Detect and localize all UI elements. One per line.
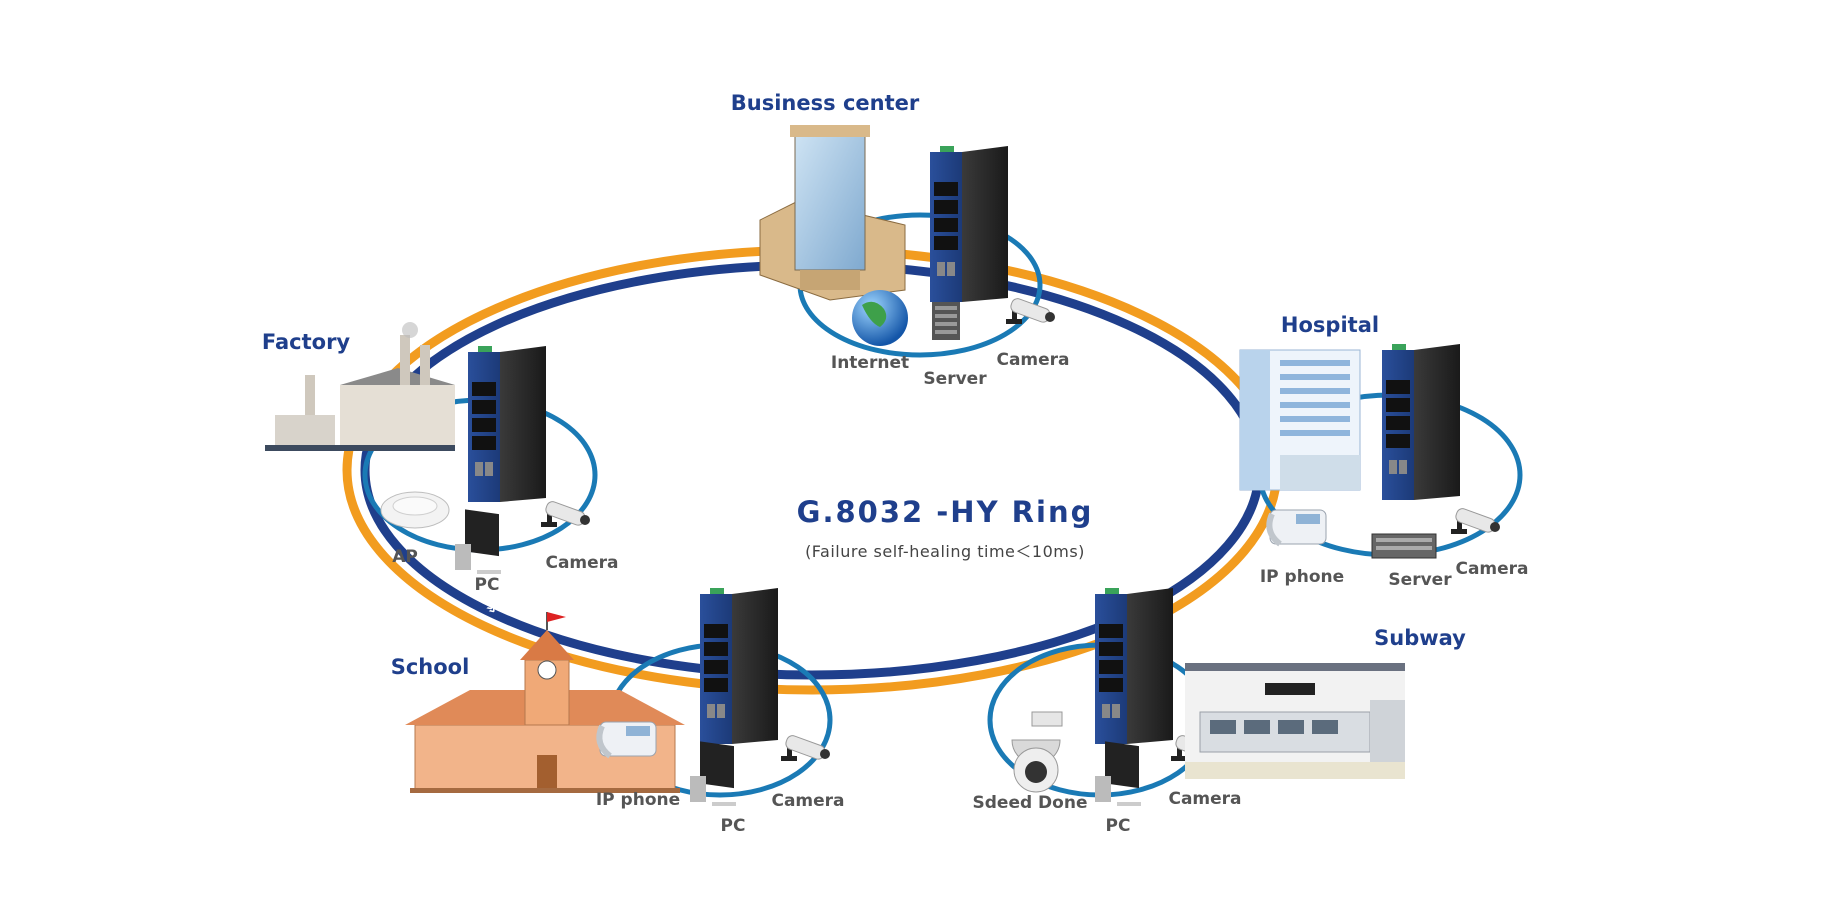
site-factory: Factory AP PC Camera xyxy=(262,322,619,595)
svg-text:»»: »» xyxy=(700,289,721,308)
ip-phone-icon xyxy=(599,722,656,756)
factory-icon xyxy=(265,322,455,451)
site-center: Sdeed Done PC Camera xyxy=(973,588,1242,836)
camera-icon xyxy=(1450,506,1501,535)
label-camera: Camera xyxy=(1455,559,1528,579)
site-school: School IP phone PC Camera xyxy=(391,588,845,836)
site-title-subway: Subway xyxy=(1374,626,1466,650)
label-server: Server xyxy=(923,369,987,389)
site-title-factory: Factory xyxy=(262,330,351,354)
site-hospital: Hospital IP phone Server Camera xyxy=(1239,313,1529,590)
camera-icon xyxy=(780,733,831,762)
server-icon xyxy=(932,302,960,340)
site-title-hospital: Hospital xyxy=(1281,313,1379,337)
switch-icon xyxy=(700,588,778,744)
pc-icon xyxy=(455,509,501,574)
svg-text:««: «« xyxy=(1271,612,1299,639)
svg-text:««: «« xyxy=(890,727,911,746)
school-icon xyxy=(405,612,685,793)
ring-subtitle: (Failure self-healing time＜10ms) xyxy=(805,542,1085,561)
site-business: Business center Internet Server Camera xyxy=(731,91,1070,389)
switch-icon xyxy=(468,346,546,502)
server-icon xyxy=(1371,533,1437,559)
site-subway: Subway xyxy=(1185,626,1466,779)
label-internet: Internet xyxy=(831,353,909,373)
label-ip-phone: IP phone xyxy=(1260,567,1344,587)
building-icon xyxy=(759,125,906,301)
label-camera: Camera xyxy=(545,553,618,573)
label-ap: AP xyxy=(392,547,418,567)
ring-title: G.8032 -HY Ring xyxy=(797,495,1094,529)
camera-icon xyxy=(1005,296,1056,325)
label-pc: PC xyxy=(475,575,500,595)
switch-icon xyxy=(1095,588,1173,744)
label-camera: Camera xyxy=(996,350,1069,370)
site-title-business: Business center xyxy=(731,91,920,115)
globe-icon xyxy=(852,290,908,346)
ip-phone-icon xyxy=(1269,510,1326,544)
label-speed-dome: Sdeed Done xyxy=(973,793,1088,813)
switch-icon xyxy=(930,146,1008,302)
svg-text:««: «« xyxy=(960,747,981,766)
train-icon xyxy=(1185,663,1405,779)
label-camera: Camera xyxy=(771,791,844,811)
label-pc: PC xyxy=(721,816,746,836)
label-ip-phone: IP phone xyxy=(596,790,680,810)
switch-icon xyxy=(1382,344,1460,500)
label-server: Server xyxy=(1388,570,1452,590)
ap-icon xyxy=(380,491,450,529)
svg-text:»»: »» xyxy=(1187,304,1213,329)
label-camera: Camera xyxy=(1168,789,1241,809)
label-pc: PC xyxy=(1106,816,1131,836)
hospital-icon xyxy=(1239,349,1361,491)
site-title-school: School xyxy=(391,655,470,679)
speed-dome-icon xyxy=(1011,711,1063,793)
